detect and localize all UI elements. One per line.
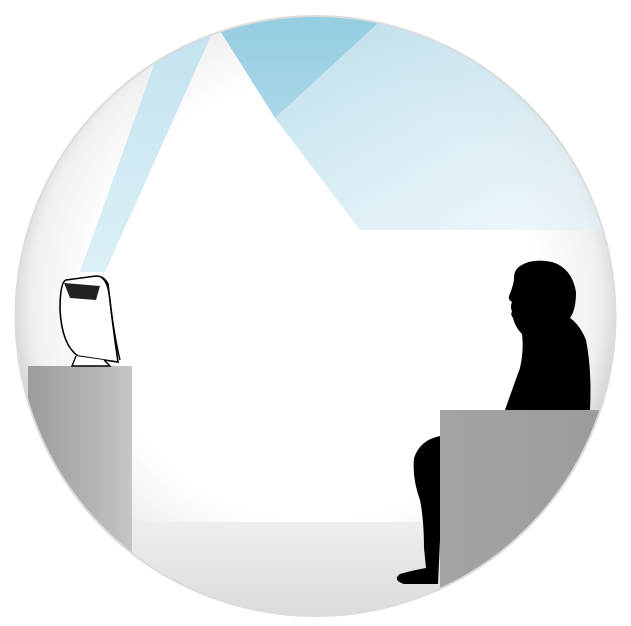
floor: [0, 522, 631, 626]
desk: [28, 366, 132, 556]
bench: [440, 410, 631, 588]
